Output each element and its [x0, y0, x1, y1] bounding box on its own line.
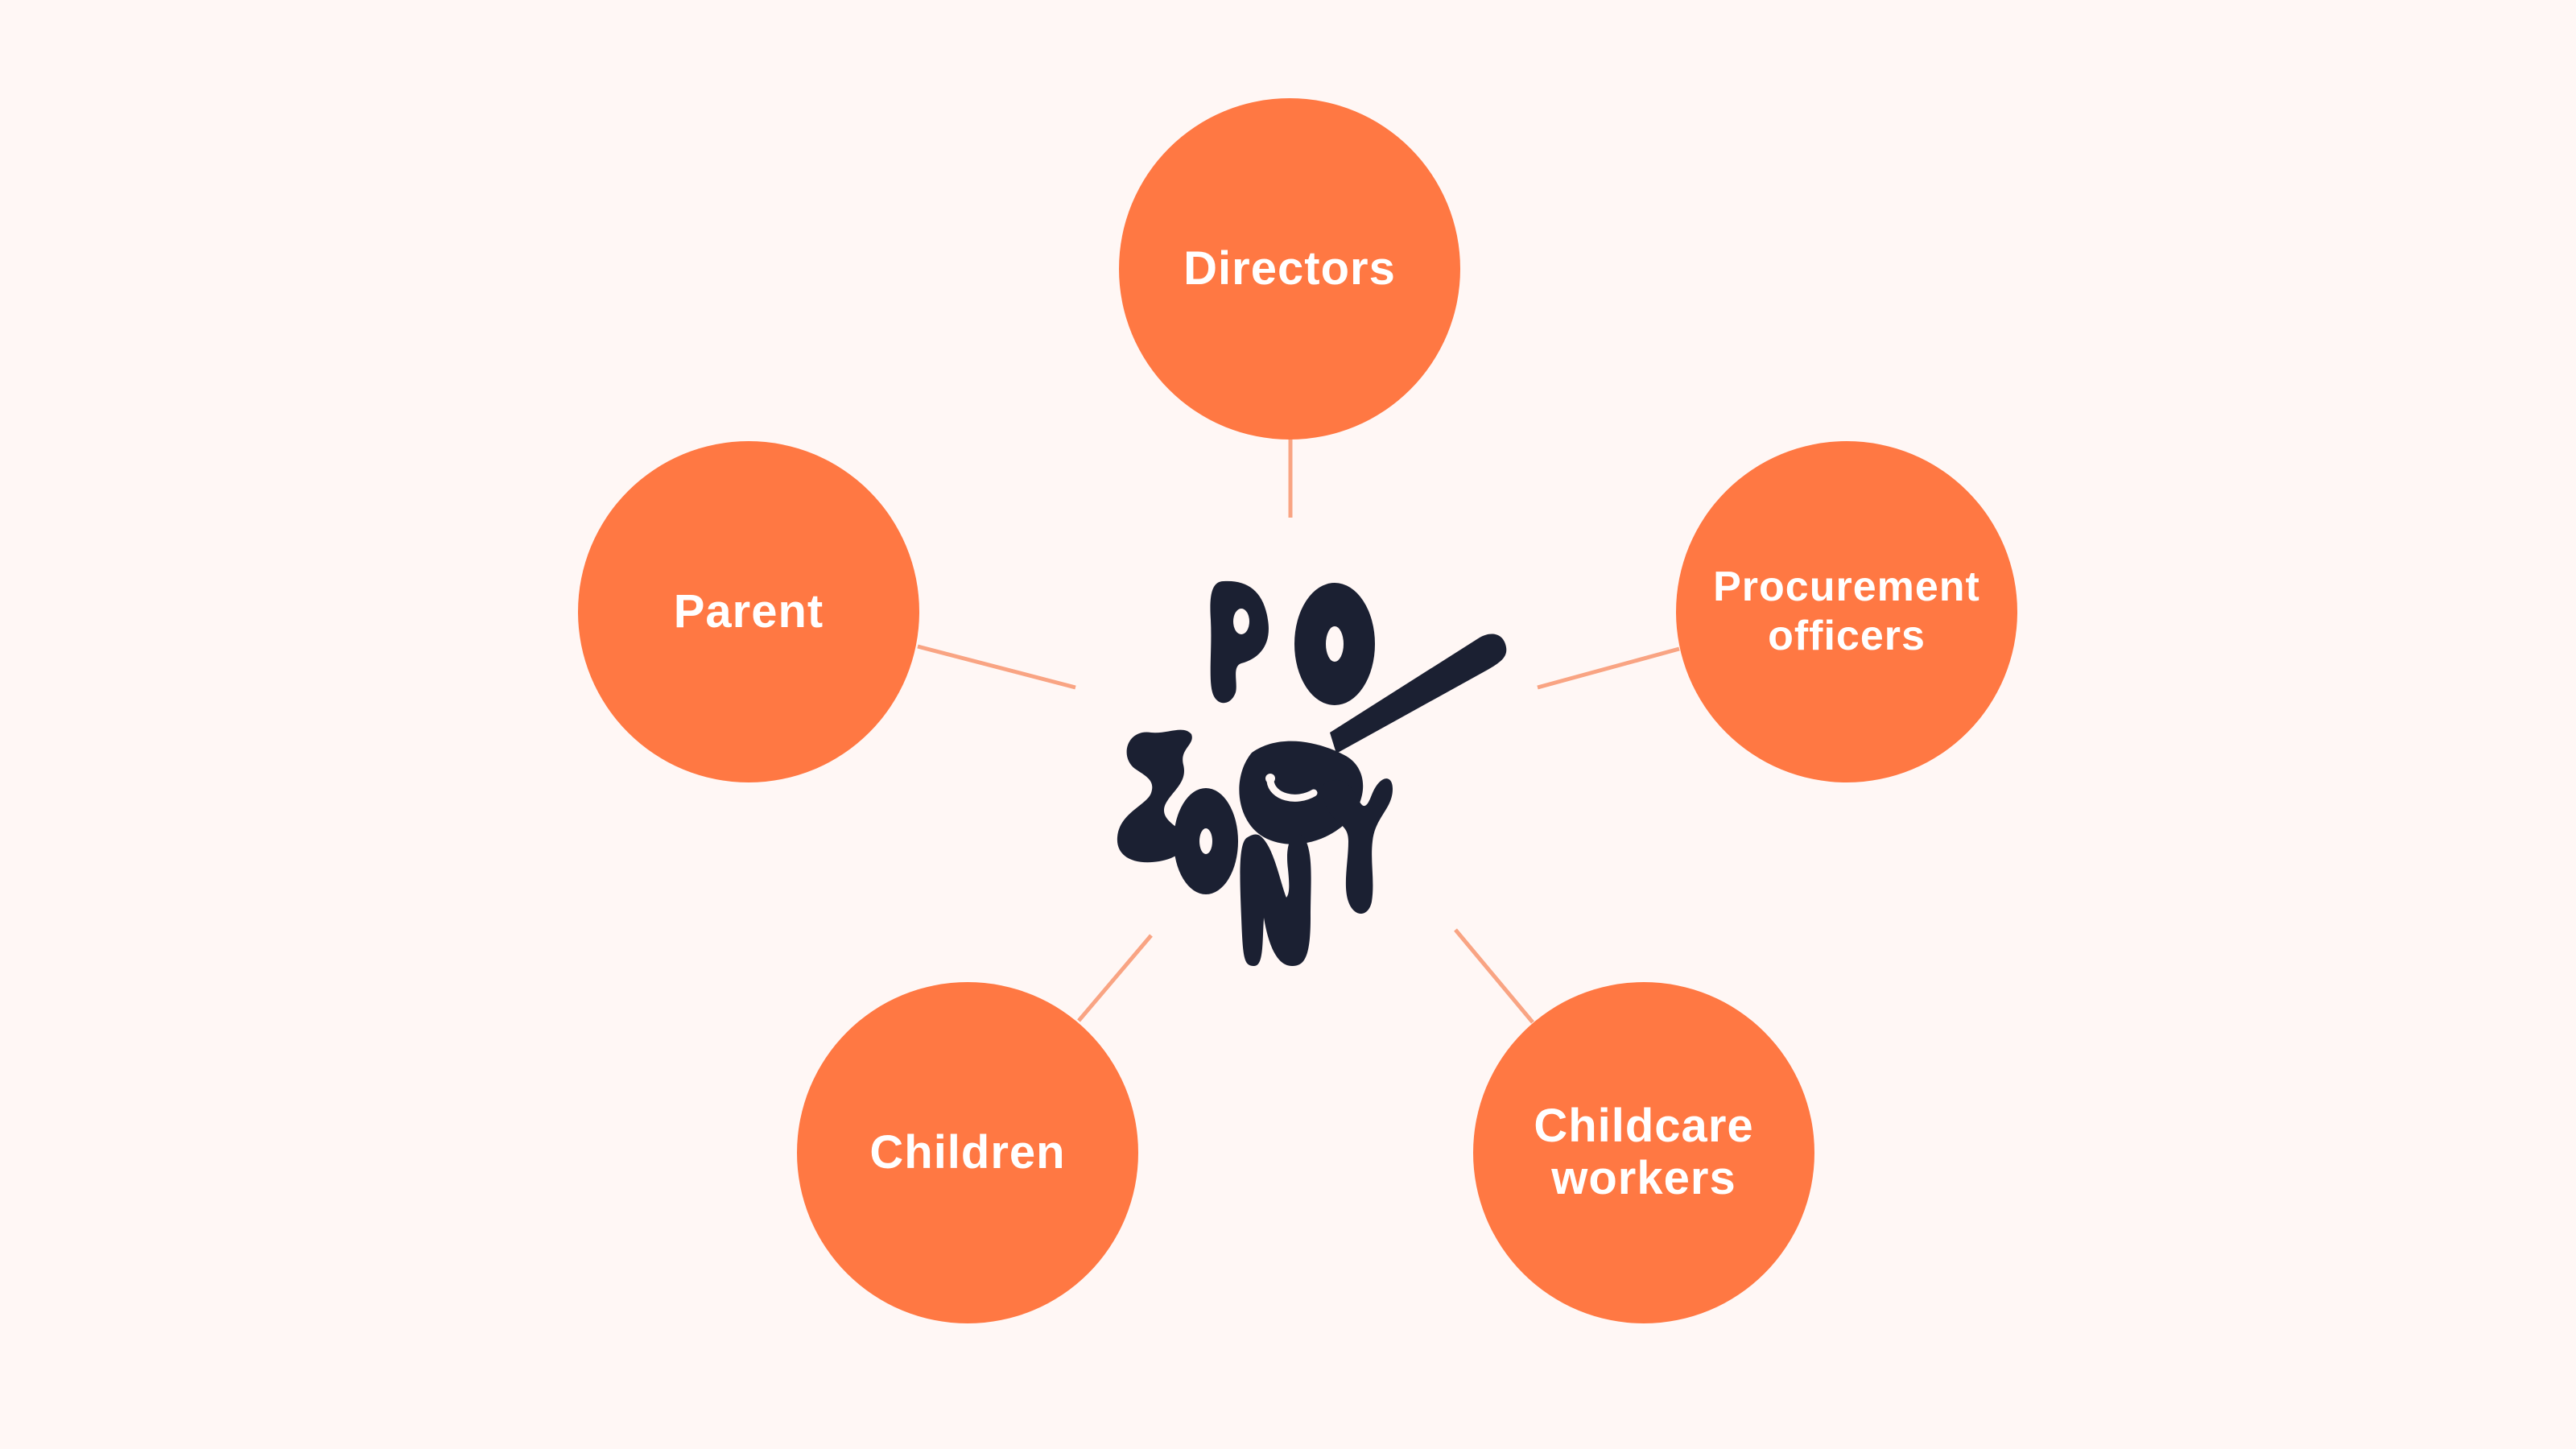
- logo-letter-p: [1210, 580, 1269, 704]
- logo-o-top-counter: [1326, 626, 1344, 662]
- logo-o-bottom-counter: [1199, 828, 1212, 854]
- node-parent: Parent: [578, 441, 919, 782]
- node-directors: Directors: [1119, 98, 1460, 440]
- node-label-procurement-line2: officers: [1768, 613, 1926, 659]
- node-label-children: Children: [869, 1125, 1066, 1179]
- node-label-childcare-line2: workers: [1551, 1152, 1736, 1204]
- node-children: Children: [797, 982, 1138, 1323]
- logo-spoon-smile: [1266, 777, 1318, 802]
- logo-spoon-dot: [1265, 774, 1275, 783]
- logo-p-counter: [1233, 609, 1249, 634]
- logo-spoon-handle: [1330, 634, 1507, 753]
- node-label-procurement-line1: Procurement: [1713, 563, 1980, 610]
- node-childcare-workers: Childcare workers: [1473, 982, 1814, 1323]
- logo-spoon-bowl: [1239, 741, 1364, 844]
- logo-letter-y: [1323, 778, 1393, 914]
- connector-children: [1077, 934, 1153, 1022]
- node-label-parent: Parent: [673, 584, 824, 638]
- logo-letter-s: [1117, 729, 1192, 863]
- node-label-directors: Directors: [1183, 242, 1396, 295]
- connector-childcare: [1454, 928, 1534, 1024]
- node-label-childcare-line1: Childcare: [1534, 1100, 1754, 1153]
- connector-parent: [917, 644, 1076, 690]
- connector-procurement: [1537, 646, 1680, 690]
- spoony-logo: [1117, 580, 1507, 966]
- logo-letter-n: [1240, 834, 1311, 966]
- node-procurement-officers: Procurement officers: [1676, 441, 2017, 782]
